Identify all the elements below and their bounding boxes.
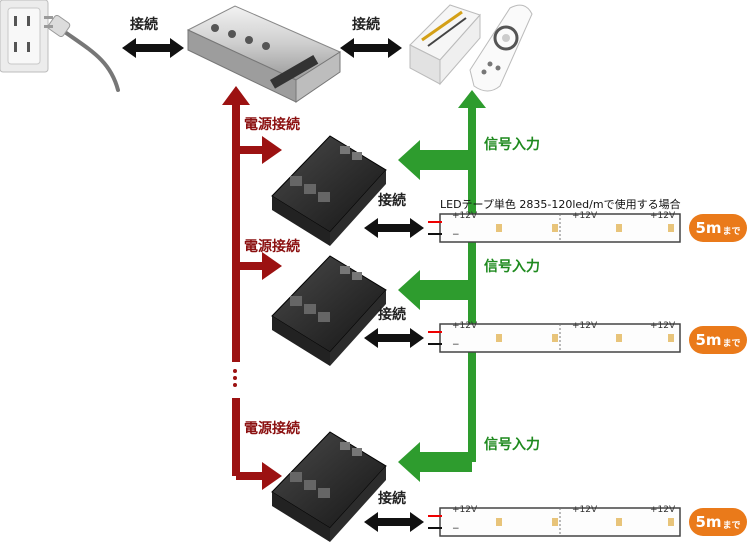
strip-minus-label: − [452,524,460,534]
strip-voltage-label: +12V [572,321,598,331]
connect-arrow-strip-3 [364,512,424,532]
connect-arrow-strip-2 [364,328,424,348]
led-strip-icon [428,323,681,353]
strip-voltage-label: +12V [650,211,676,221]
signal-line [398,90,486,482]
badge-length: 5m [695,331,722,349]
rf-controller-icon [409,4,481,86]
signal-input-label: 信号入力 [484,137,540,153]
remote-control-icon [469,4,533,92]
led-strip-caption: LEDテープ単色 2835-120led/mで使用する場合 [440,198,681,211]
strip-voltage-label: +12V [572,211,598,221]
power-line [222,86,282,490]
amplifier-icon [271,255,387,366]
strip-voltage-label: +12V [572,505,598,515]
strip-voltage-label: +12V [452,505,478,515]
signal-input-label: 信号入力 [484,259,540,275]
amplifier-icon [271,135,387,246]
badge-suffix: まで [722,520,741,531]
connect-label: 接続 [378,307,406,323]
badge-length: 5m [695,219,722,237]
connect-label: 接続 [378,491,406,507]
amplifier-icon [271,431,387,542]
power-connection-label: 電源接続 [244,239,300,255]
strip-voltage-label: +12V [452,321,478,331]
power-connection-label: 電源接続 [244,421,300,437]
strip-voltage-label: +12V [452,211,478,221]
power-plug-icon [44,14,120,92]
connect-label: 接続 [378,193,406,209]
signal-input-label: 信号入力 [484,437,540,453]
connect-arrow-top-right [340,38,402,58]
strip-minus-label: − [452,340,460,350]
led-strip-icon [428,213,681,243]
led-strip-icon [428,507,681,537]
power-connection-label: 電源接続 [244,117,300,133]
power-supply-icon [186,5,342,103]
badge-suffix: まで [722,226,741,237]
strip-voltage-label: +12V [650,321,676,331]
ellipsis-dots [233,369,237,387]
strip-minus-label: − [452,230,460,240]
badge-suffix: まで [722,338,741,349]
connect-arrow-strip-1 [364,218,424,238]
wall-outlet-icon [0,0,49,73]
connect-label: 接続 [352,17,380,33]
badge-length: 5m [695,513,722,531]
strip-voltage-label: +12V [650,505,676,515]
connect-label: 接続 [130,17,158,33]
connect-arrow-top-left [122,38,184,58]
